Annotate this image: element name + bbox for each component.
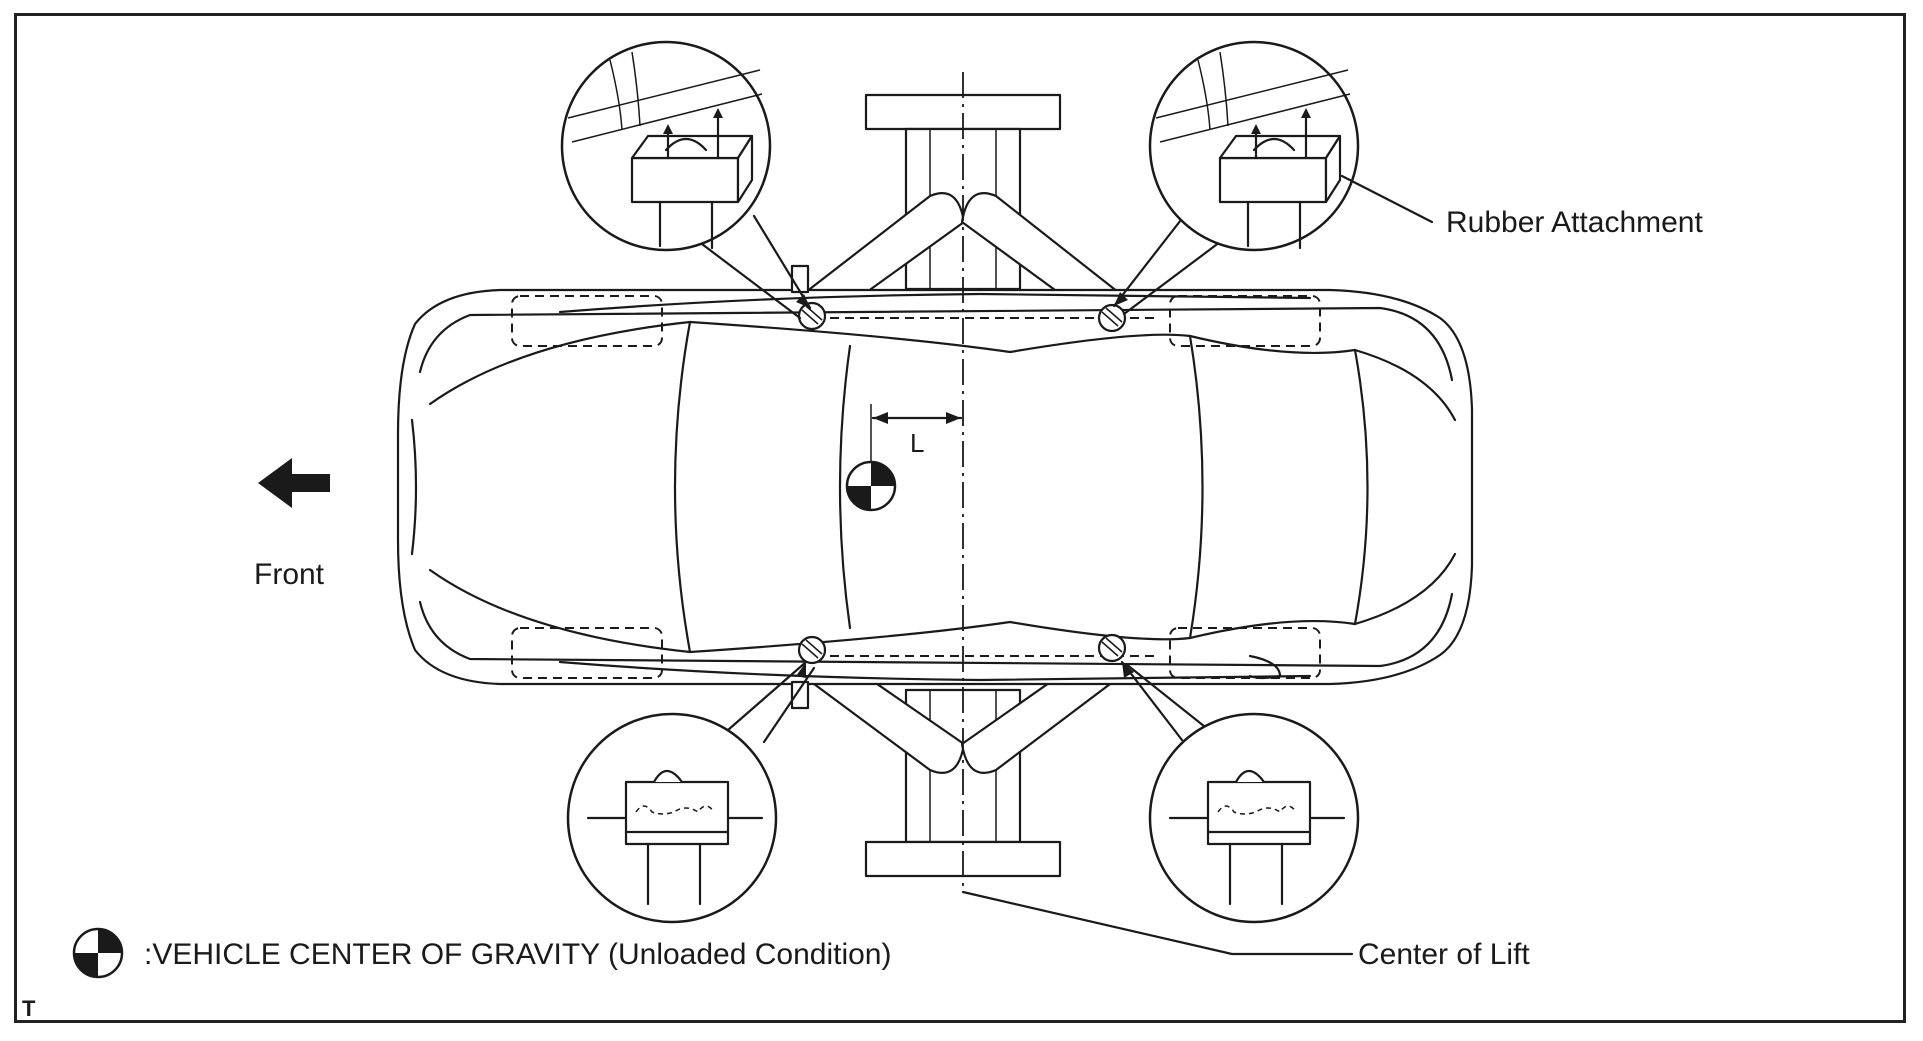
center-of-lift-label: Center of Lift bbox=[1358, 938, 1530, 971]
detail-view-rear-left bbox=[1112, 40, 1434, 316]
front-direction-arrow-icon bbox=[258, 458, 330, 508]
distance-l-label: L bbox=[910, 428, 924, 458]
front-label: Front bbox=[254, 558, 325, 591]
rubber-attachment-label: Rubber Attachment bbox=[1446, 206, 1703, 239]
lift-point-rear-left bbox=[1097, 303, 1127, 333]
lift-point-front-right bbox=[797, 635, 827, 665]
legend-cog-icon bbox=[72, 927, 124, 979]
detail-view-front-right bbox=[566, 660, 816, 924]
corner-code: T bbox=[22, 996, 36, 1021]
center-of-gravity-icon bbox=[845, 460, 897, 512]
center-of-lift-leader bbox=[961, 890, 1354, 956]
detail-view-rear-right bbox=[1120, 660, 1360, 924]
vehicle-top-view bbox=[396, 264, 1474, 710]
legend-text: :VEHICLE CENTER OF GRAVITY (Unloaded Con… bbox=[144, 938, 891, 971]
lift-point-rear-right bbox=[1097, 633, 1127, 663]
lift-point-front-left bbox=[797, 301, 827, 331]
detail-view-front-left bbox=[560, 40, 812, 320]
